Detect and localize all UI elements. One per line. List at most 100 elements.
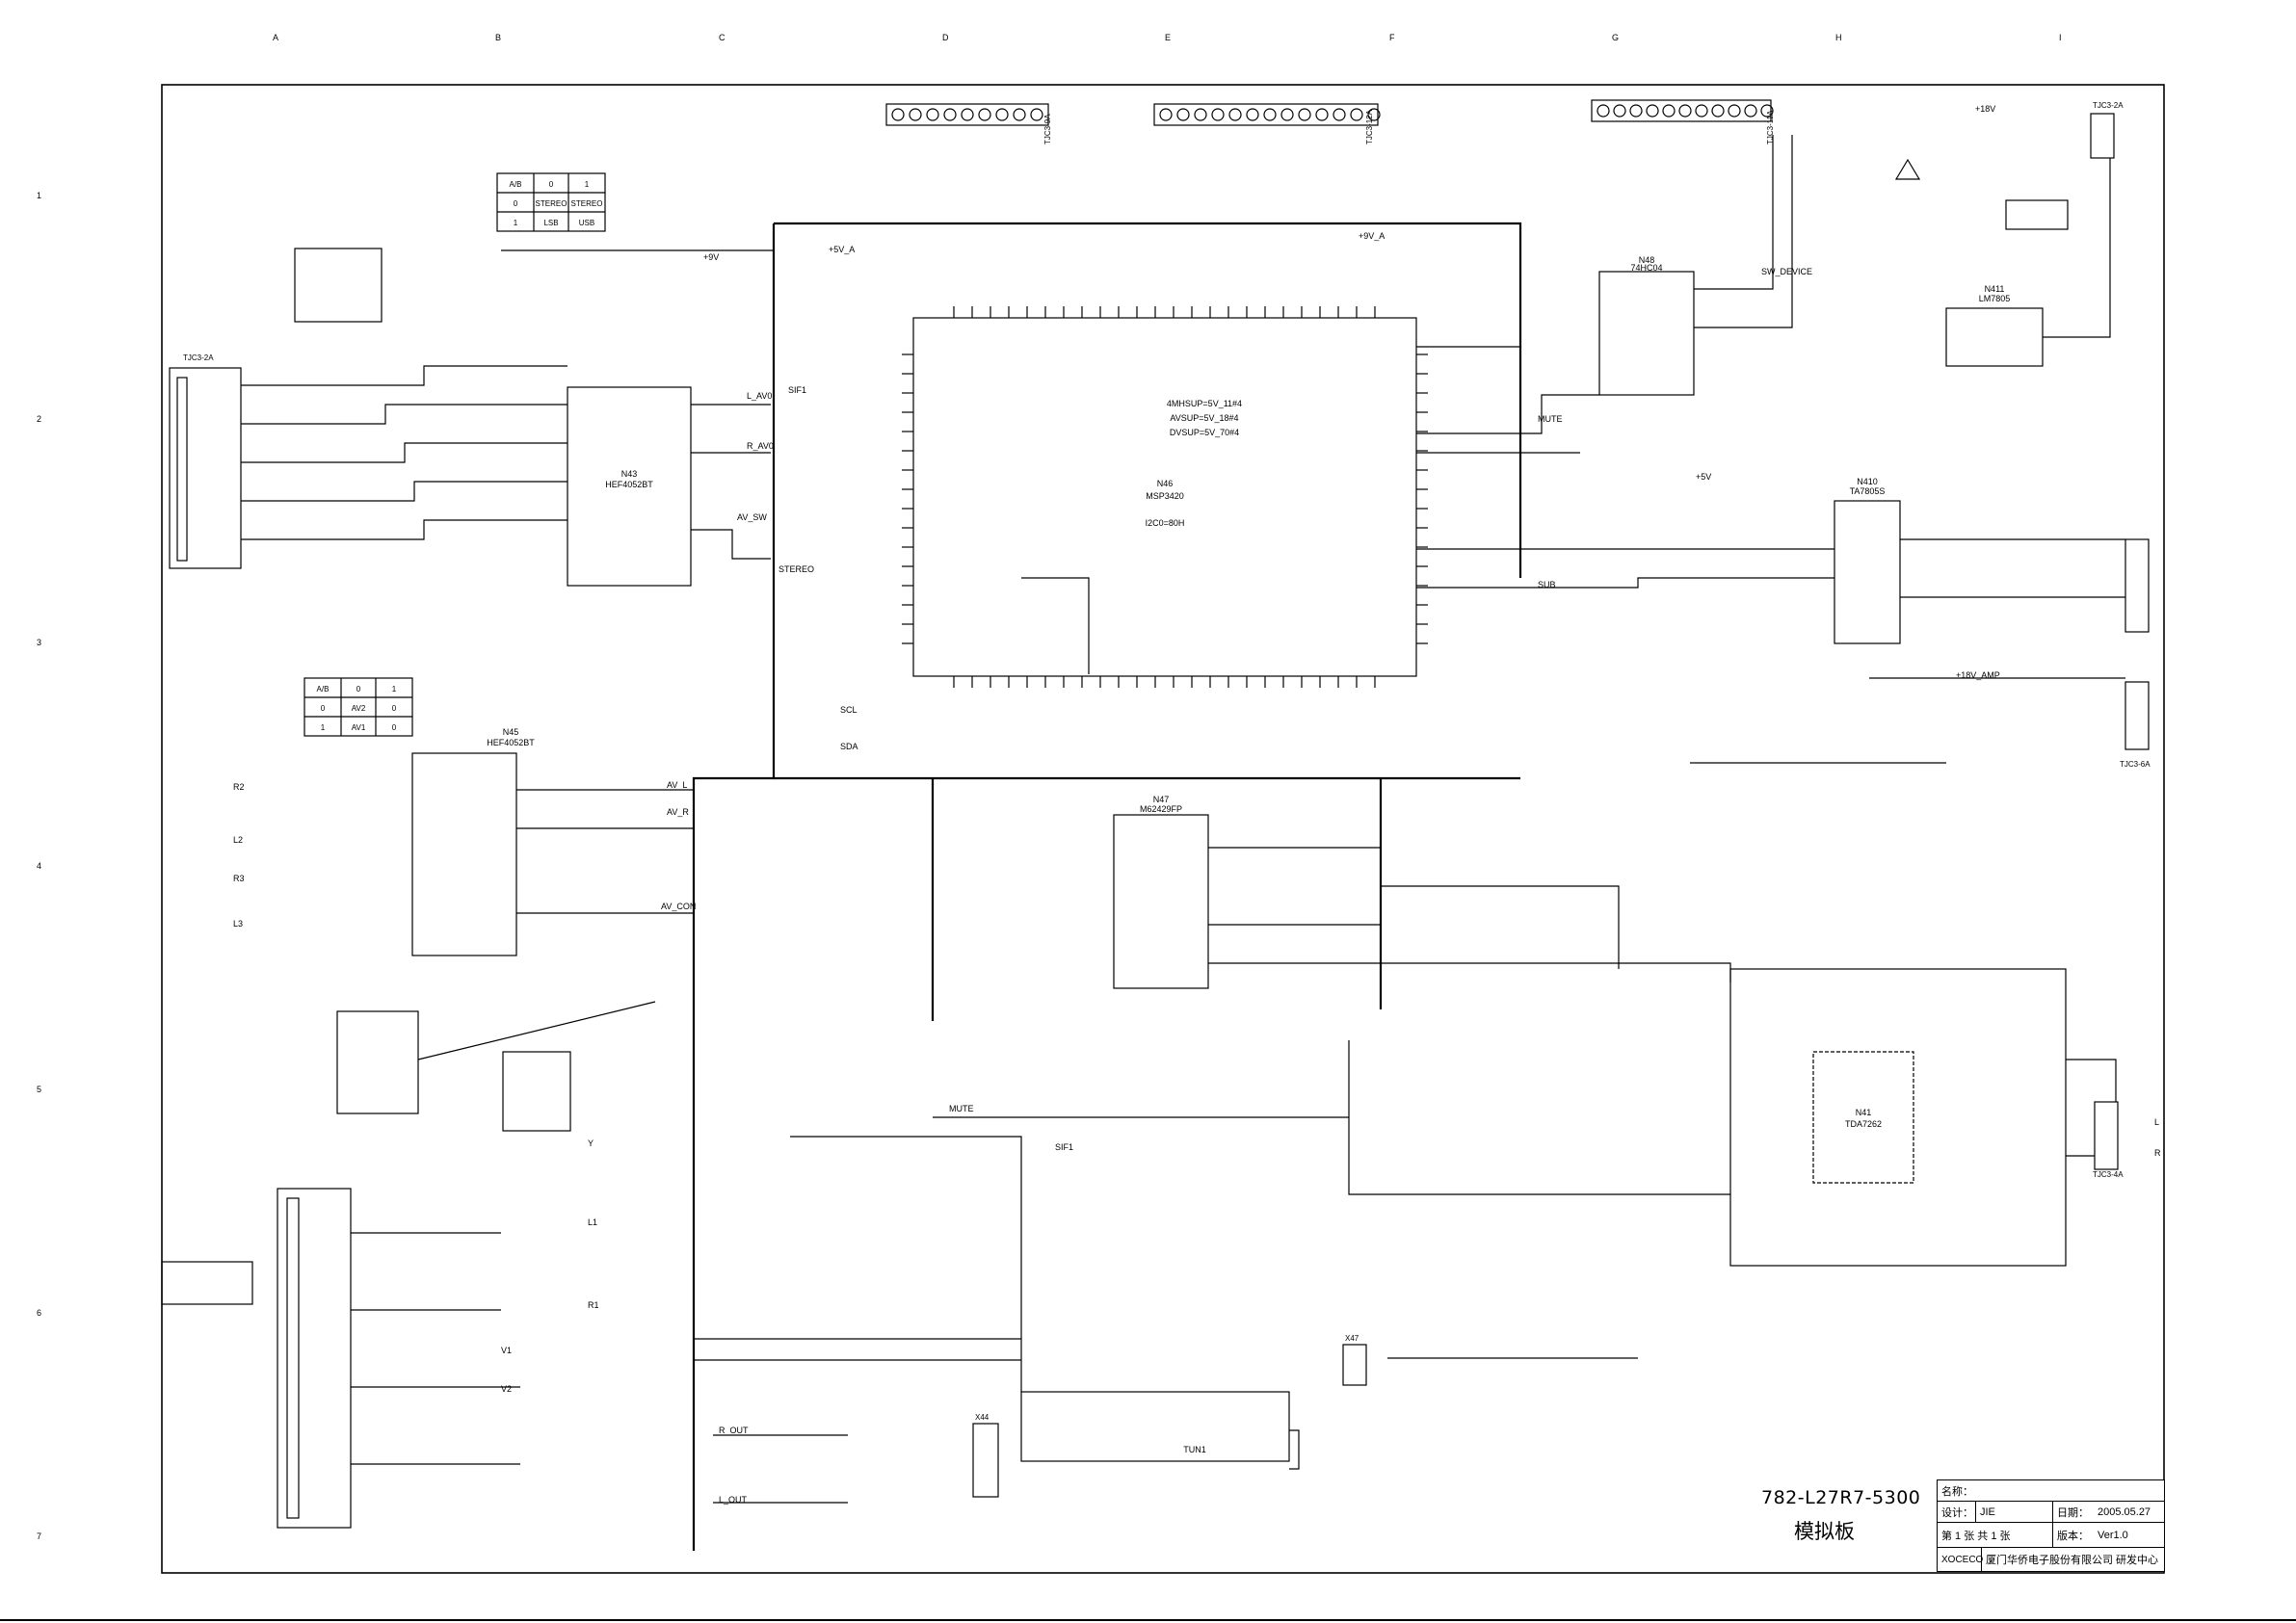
bus-left [692, 223, 776, 1551]
table-cell: 0 [321, 704, 326, 713]
net-label-sub: SUB [1538, 580, 1556, 589]
power-label: +5V_A [829, 245, 855, 254]
column-label: D [942, 33, 949, 42]
ic-74hc04 [1598, 271, 1695, 396]
drawing-number: 782-L27R7-5300 [1761, 1487, 1921, 1508]
diode-array [161, 1261, 253, 1305]
ic-part: TDA7262 [1845, 1119, 1882, 1129]
net-label-r3: R3 [233, 874, 245, 883]
table-cell: 0 [392, 723, 397, 732]
power-label: +5V [1696, 472, 1711, 482]
ic-part: TA7805S [1850, 486, 1886, 496]
column-label: G [1612, 33, 1619, 42]
header-pin [1662, 104, 1676, 118]
header-pin [1194, 108, 1207, 121]
ic-part: HEF4052BT [605, 480, 653, 489]
ic-ref: N411 [1985, 284, 2005, 294]
ic-ref: N410 [1857, 477, 1878, 486]
truth-table-upper [496, 172, 606, 232]
company-short: XOCECO [1938, 1548, 1983, 1571]
connector-x44 [972, 1423, 999, 1498]
connector-label: TJC3-4A [2093, 1170, 2124, 1179]
header-pin [1280, 108, 1294, 121]
header-pin [1228, 108, 1242, 121]
table-cell: A/B [317, 685, 330, 694]
power-label: +9V_A [1359, 231, 1385, 241]
row-label: 5 [37, 1085, 41, 1094]
table-cell: AV2 [352, 704, 366, 713]
heatsink-pad [1812, 1051, 1914, 1184]
connector-label: TJC3-6A [2120, 760, 2151, 769]
table-cell: USB [579, 219, 594, 227]
connector-header-1 [885, 103, 1049, 126]
table-cell: 1 [392, 685, 397, 694]
row-label: 7 [37, 1531, 41, 1541]
net-label-sif1: SIF1 [1055, 1142, 1073, 1152]
column-label: A [273, 33, 278, 42]
header-pin [1711, 104, 1725, 118]
net-label-r-out: R_OUT [719, 1426, 749, 1435]
table-cell: 0 [514, 199, 518, 208]
name-label: 名称： [1941, 1485, 1973, 1498]
header-pin [1030, 108, 1043, 121]
header-pin [1629, 104, 1643, 118]
net-label-v1: V1 [501, 1346, 512, 1355]
ic-hef4052-lower [411, 752, 517, 956]
connector-label: TJC3-2A [2093, 101, 2124, 110]
drawing-frame [161, 84, 2165, 1574]
net-label-av-r: AV_R [667, 807, 689, 817]
ic-part: M62429FP [1140, 804, 1182, 814]
title-row-design: 设计： JIE 日期： 2005.05.27 [1938, 1502, 2164, 1523]
net-label-mute: MUTE [1538, 414, 1563, 424]
ic-sub: I2C0=80H [1146, 518, 1185, 528]
header-pin [1728, 104, 1741, 118]
row-label: 2 [37, 414, 41, 424]
connector-x45 [2094, 1101, 2119, 1170]
table-cell: 0 [356, 685, 361, 694]
net-label-sif1: SIF1 [788, 385, 806, 395]
power-label: +18V [1975, 104, 1995, 114]
header-pin [891, 108, 905, 121]
connector-x43 [2124, 681, 2150, 750]
table-cell: 0 [392, 704, 397, 713]
ic-ref: N41 [1856, 1108, 1872, 1117]
version-label: 版本： [2057, 1530, 2089, 1542]
table-cell: 0 [549, 180, 554, 189]
header-pin [1597, 104, 1610, 118]
ic-ta7805 [1834, 500, 1901, 644]
msp-pin-stubs [902, 306, 1428, 688]
header-pin-circles [891, 104, 1774, 121]
version-value: Ver1.0 [2098, 1529, 2128, 1541]
connector-label: X47 [1345, 1334, 1359, 1343]
row-label: 4 [37, 861, 41, 871]
net-label-r1: R1 [588, 1300, 599, 1310]
net-label-v2: V2 [501, 1384, 512, 1394]
connector-power [2090, 113, 2115, 159]
column-label: E [1165, 33, 1171, 42]
ic-power-note: AVSUP=5V_18#4 [1170, 413, 1238, 423]
column-label: I [2059, 33, 2062, 42]
ic-ref: N48 [1639, 255, 1655, 265]
net-label-sw-device: SW_DEVICE [1761, 267, 1812, 276]
net-label-l1: L1 [588, 1217, 597, 1227]
tuner-module [1020, 1391, 1290, 1462]
connector-label: X44 [975, 1413, 990, 1422]
net-label-av-con: AV_CON [661, 902, 696, 911]
ic-tda7262 [1729, 968, 2067, 1267]
title-row-sheet: 第 1 张 共 1 张 版本： Ver1.0 [1938, 1523, 2164, 1548]
net-label-sda: SDA [840, 742, 858, 751]
header-pin [1246, 108, 1259, 121]
header-pin [1646, 104, 1659, 118]
column-label: H [1835, 33, 1842, 42]
connector-s-video [336, 1010, 419, 1114]
table-cell: 1 [585, 180, 590, 189]
net-label-y: Y [588, 1139, 594, 1148]
board-name: 模拟板 [1794, 1520, 1855, 1543]
net-label-r: R [2154, 1148, 2161, 1158]
warning-triangle-icon [1894, 158, 1921, 180]
connector-av-input [169, 367, 242, 569]
column-label: B [495, 33, 501, 42]
design-label: 设计： [1938, 1502, 1976, 1522]
sheet-label: 第 1 张 共 1 张 [1938, 1523, 2053, 1547]
